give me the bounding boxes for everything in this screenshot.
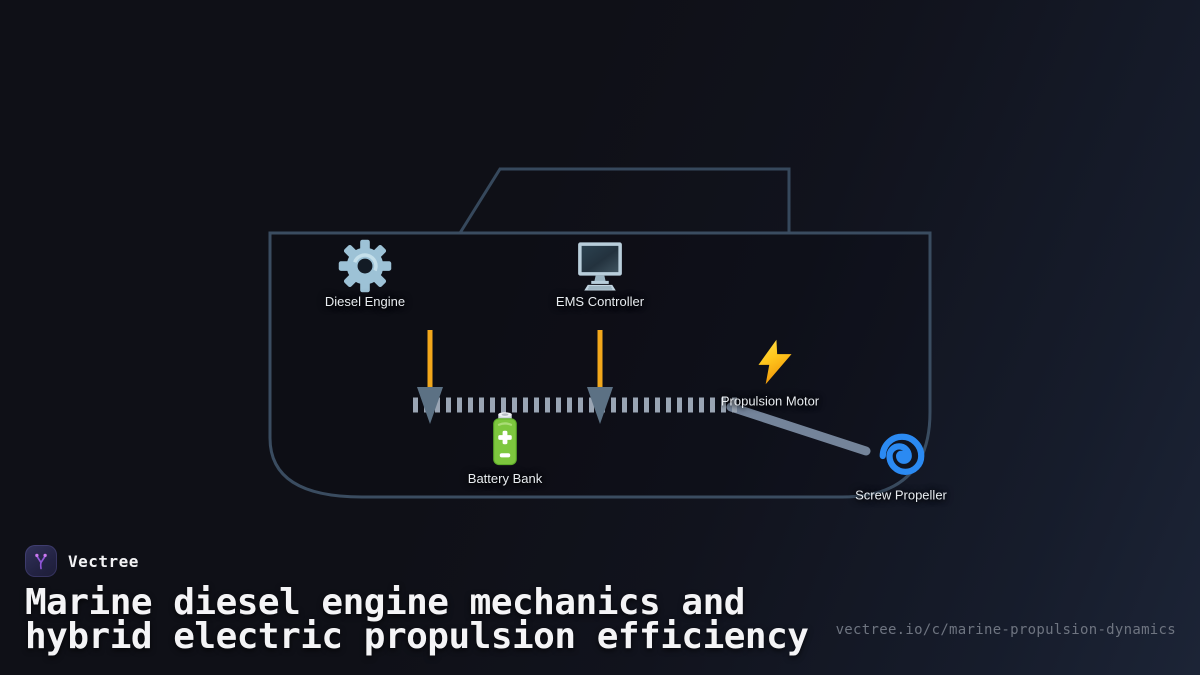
node-label-battery-bank: Battery Bank [467,471,543,486]
cyclone-icon [879,433,925,475]
page-title-line2: hybrid electric propulsion efficiency [25,615,809,657]
brand-name: Vectree [68,551,139,571]
vectree-logo-icon [35,553,47,570]
lightning-icon [758,339,792,385]
monitor-icon [578,242,622,291]
node-battery-bank: Battery Bank [455,411,555,486]
node-diesel-engine: Diesel Engine [313,238,417,309]
gear-icon [338,239,392,293]
superstructure-outline [458,167,791,234]
node-label-ems-controller: EMS Controller [555,294,645,309]
arrow-ems-to-shaft [587,330,613,424]
node-label-diesel-engine: Diesel Engine [324,294,406,309]
vectree-logo [25,545,57,577]
page-url: vectree.io/c/marine-propulsion-dynamics [835,622,1176,638]
propeller-shaft-line [726,402,871,456]
page-title-line1: Marine diesel engine mechanics and [25,582,745,623]
footer: Vectree Marine diesel engine mechanics a… [25,544,809,655]
battery-icon [493,412,517,466]
brand-row: Vectree [25,544,808,578]
node-ems-controller: EMS Controller [545,238,655,309]
arrow-diesel-to-shaft [417,330,443,424]
node-label-propulsion-motor: Propulsion Motor [720,393,820,409]
node-label-screw-propeller: Screw Propeller [855,487,947,503]
